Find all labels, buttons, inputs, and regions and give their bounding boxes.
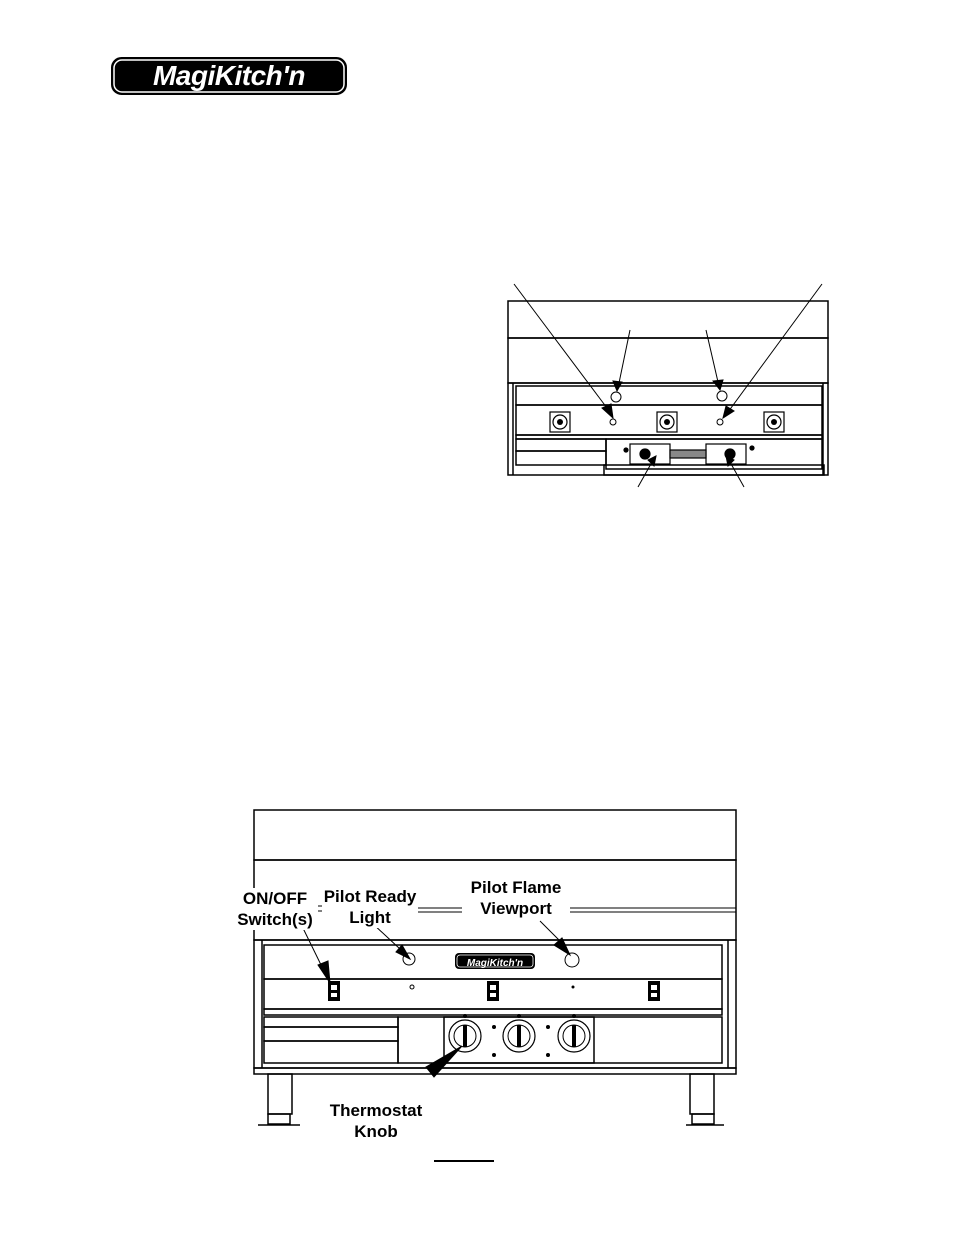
on-off-switch-3-icon bbox=[648, 981, 660, 1001]
bottom-hood-upper bbox=[253, 809, 737, 861]
logo-badge bbox=[111, 57, 347, 95]
pilot-flame-viewport bbox=[564, 952, 580, 968]
top-hood-lower bbox=[507, 337, 829, 384]
brand-logo: MagiKitch'n bbox=[110, 56, 348, 96]
top-knob-2-icon bbox=[656, 411, 678, 433]
on-off-switch-2-icon bbox=[487, 981, 499, 1001]
thermostat-knob-label: Thermostat Knob bbox=[320, 1100, 432, 1142]
top-fryer-figure bbox=[507, 283, 829, 488]
panel-logo-text: MagiKitch'n bbox=[466, 957, 524, 969]
bottom-fryer-figure bbox=[253, 809, 737, 1126]
pilot-viewport-right bbox=[716, 390, 728, 402]
pilot-ready-light-left bbox=[609, 418, 617, 426]
on-off-switch-label: ON/OFF Switch(s) bbox=[232, 888, 318, 930]
pilot-ready-light bbox=[402, 952, 416, 966]
panel-logo bbox=[455, 953, 535, 969]
gas-valve-assembly bbox=[623, 443, 755, 465]
top-knob-1-icon bbox=[549, 411, 571, 433]
pilot-viewport-left bbox=[610, 391, 622, 403]
pilot-flame-viewport-label: Pilot Flame Viewport bbox=[462, 877, 570, 919]
thermostat-knob-1-icon bbox=[448, 1014, 482, 1053]
thermostat-knob-2-icon bbox=[502, 1014, 536, 1053]
top-knob-3-icon bbox=[763, 411, 785, 433]
pilot-ready-light-right bbox=[716, 418, 724, 426]
figure-caption-underline bbox=[434, 1160, 494, 1162]
top-hood-upper bbox=[507, 300, 829, 339]
thermostat-knob-3-icon bbox=[557, 1014, 591, 1053]
pilot-ready-light-label: Pilot Ready Light bbox=[322, 886, 418, 928]
on-off-switch-1-icon bbox=[328, 981, 340, 1001]
